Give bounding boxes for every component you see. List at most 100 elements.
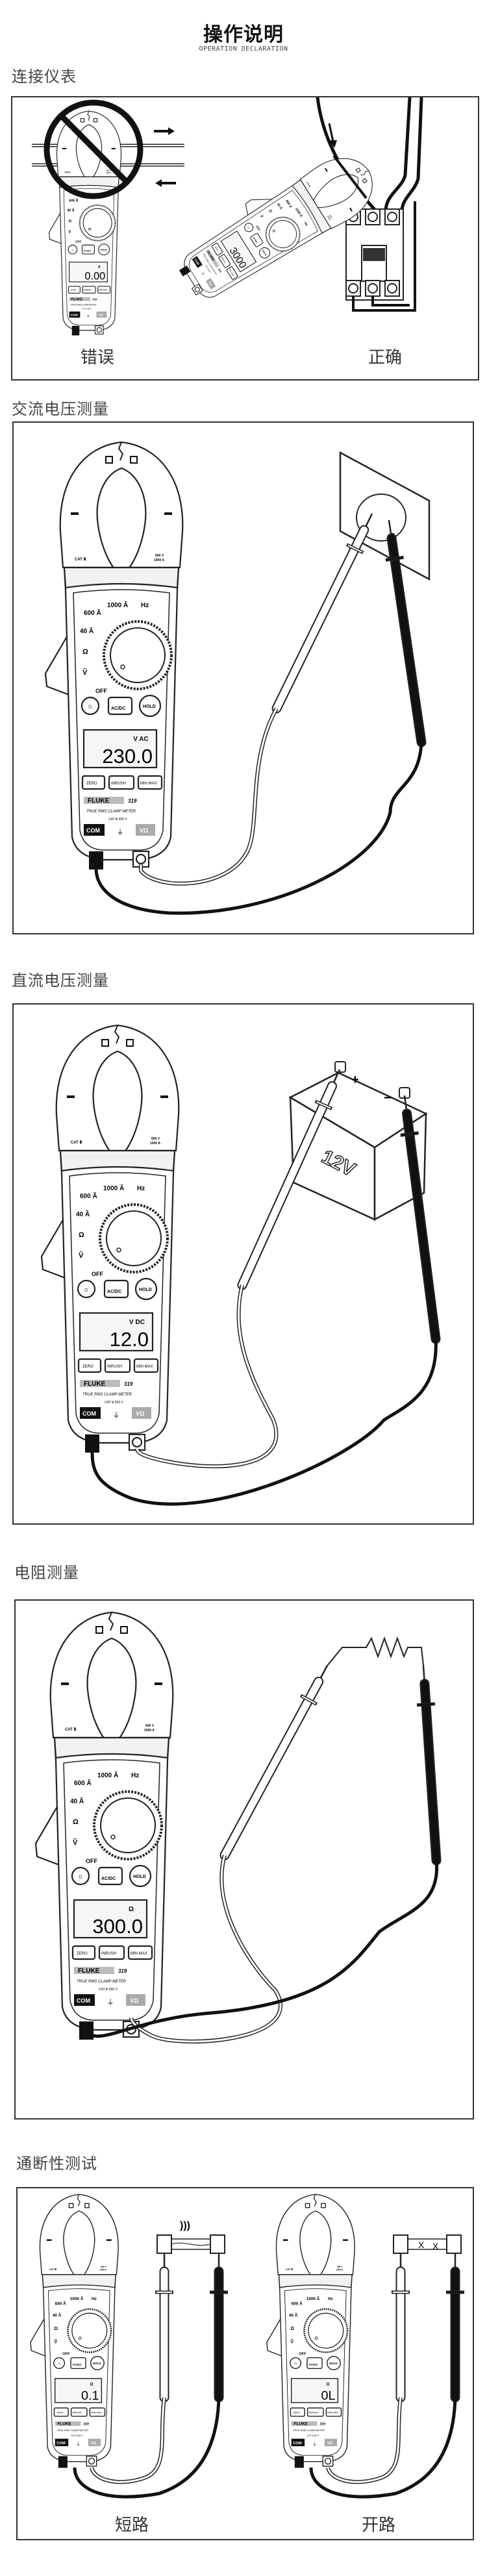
meter-label: MIN MAX bbox=[131, 1952, 147, 1956]
meter-label: Hz bbox=[131, 1772, 139, 1779]
zero-button[interactable] bbox=[81, 775, 106, 790]
meter-label: OFF bbox=[92, 1271, 103, 1277]
meter-label: INRUSH bbox=[221, 256, 227, 264]
meter-label: INRUSH bbox=[73, 2412, 82, 2414]
meter-label: OFF bbox=[62, 2352, 70, 2356]
minmax-button[interactable] bbox=[127, 1945, 153, 1960]
meter-label: 600 V bbox=[151, 1137, 160, 1141]
meter-label: HOLD bbox=[100, 249, 107, 251]
meter-label: CAT Ⅲ 600 V bbox=[307, 2434, 319, 2437]
meter-label: Ṽ bbox=[79, 1251, 84, 1260]
minmax-button[interactable] bbox=[226, 266, 238, 280]
meter-label: 600 V bbox=[106, 169, 111, 171]
inrush-button[interactable] bbox=[82, 286, 96, 294]
inrush-button[interactable] bbox=[306, 2407, 324, 2417]
meter-label: Hz bbox=[328, 2297, 333, 2301]
minmax-button[interactable] bbox=[325, 2407, 342, 2417]
hold-button[interactable] bbox=[90, 2356, 105, 2371]
zero-button[interactable] bbox=[77, 1358, 102, 1373]
meter-label: MIN MAX bbox=[140, 782, 157, 786]
ground-icon: ⏚ bbox=[117, 828, 124, 836]
meter-label: 600 V bbox=[337, 2266, 343, 2268]
acdc-button[interactable] bbox=[70, 2357, 86, 2370]
backlight-button[interactable] bbox=[77, 1279, 96, 1299]
backlight-button[interactable] bbox=[290, 2357, 302, 2370]
zero-button[interactable] bbox=[53, 2407, 69, 2417]
short-circuit-label: 短路 bbox=[115, 2516, 149, 2535]
acdc-button[interactable] bbox=[107, 696, 133, 716]
hold-button[interactable] bbox=[327, 2356, 341, 2371]
ground-icon: ⏚ bbox=[76, 2442, 81, 2447]
meter-label: Ṽ bbox=[290, 2338, 293, 2344]
meter-label: CAT Ⅲ 600 V bbox=[82, 308, 92, 310]
lcd-reading: 0.1 bbox=[81, 2388, 99, 2403]
meter-label: Ω bbox=[69, 219, 72, 223]
acdc-button[interactable] bbox=[103, 1279, 129, 1299]
meter-label: AC/DC bbox=[309, 2363, 319, 2366]
zero-button[interactable] bbox=[68, 286, 81, 294]
acdc-button[interactable] bbox=[306, 2357, 323, 2370]
minmax-button[interactable] bbox=[89, 2407, 106, 2417]
acdc-button[interactable] bbox=[250, 232, 264, 247]
meter-label: HOLD bbox=[139, 1288, 152, 1292]
minmax-button[interactable] bbox=[97, 286, 111, 294]
meter-label: MIN MAX bbox=[327, 2412, 338, 2414]
com-jack bbox=[89, 851, 103, 869]
minmax-button[interactable] bbox=[133, 1358, 159, 1373]
meter-label: 1000 A bbox=[106, 171, 111, 174]
meter-label: 1000 A bbox=[150, 1142, 160, 1145]
black-lead-cable bbox=[90, 1338, 438, 1506]
meter-label: VΩ bbox=[91, 2442, 97, 2445]
ground-icon: ⏚ bbox=[86, 314, 90, 318]
meter-label: ZERO bbox=[86, 782, 97, 786]
meter-label: VΩ bbox=[136, 1410, 144, 1417]
red-test-probe bbox=[271, 513, 373, 714]
zero-button[interactable] bbox=[71, 1945, 96, 1960]
short-circuit-component bbox=[156, 2234, 225, 2254]
backlight-button[interactable] bbox=[53, 2357, 66, 2370]
minmax-button[interactable] bbox=[137, 775, 163, 790]
hold-button[interactable] bbox=[138, 694, 162, 718]
meter-label: VΩ bbox=[140, 827, 148, 834]
hold-button[interactable] bbox=[129, 1864, 152, 1888]
black-lead-cable bbox=[94, 742, 423, 915]
hold-button[interactable] bbox=[258, 245, 272, 260]
inrush-button[interactable] bbox=[218, 254, 231, 268]
lcd-unit: Ω bbox=[90, 2382, 93, 2387]
com-jack-label bbox=[80, 1407, 101, 1419]
meter-label: CAT Ⅲ bbox=[71, 1140, 82, 1145]
backlight-button[interactable] bbox=[243, 221, 255, 233]
hold-button[interactable] bbox=[134, 1277, 158, 1301]
inrush-button[interactable] bbox=[104, 1358, 131, 1373]
ground-icon: ⏚ bbox=[312, 2442, 317, 2447]
backlight-button[interactable] bbox=[71, 1866, 90, 1886]
meter-label: AC/DC bbox=[107, 1290, 121, 1294]
backlight-button[interactable] bbox=[68, 244, 78, 255]
resistor bbox=[327, 1636, 424, 1666]
meter-label: 600 Ã bbox=[84, 608, 101, 617]
backlight-button[interactable] bbox=[81, 696, 100, 716]
inrush-button[interactable] bbox=[108, 775, 135, 790]
com-jack-label bbox=[74, 1994, 95, 2006]
acdc-button[interactable] bbox=[81, 244, 95, 255]
zero-button[interactable] bbox=[211, 242, 223, 256]
com-jack bbox=[294, 2456, 304, 2468]
com-jack-label bbox=[291, 2438, 305, 2447]
lcd-display bbox=[220, 231, 257, 273]
hold-button[interactable] bbox=[98, 244, 110, 256]
com-jack bbox=[179, 265, 191, 277]
inrush-button[interactable] bbox=[98, 1945, 125, 1960]
zero-button[interactable] bbox=[290, 2407, 305, 2417]
meter-label: 1000 A bbox=[336, 2268, 343, 2271]
lcd-display bbox=[73, 1899, 148, 1939]
meter-label: ZERO bbox=[56, 2412, 64, 2414]
meter-label: FLUKE bbox=[294, 2421, 308, 2426]
inrush-button[interactable] bbox=[70, 2407, 88, 2417]
acdc-button[interactable] bbox=[97, 1866, 123, 1886]
meter-label: 600 V bbox=[145, 1724, 155, 1728]
black-test-probe bbox=[416, 1665, 442, 1866]
prohibited-icon bbox=[44, 99, 144, 199]
